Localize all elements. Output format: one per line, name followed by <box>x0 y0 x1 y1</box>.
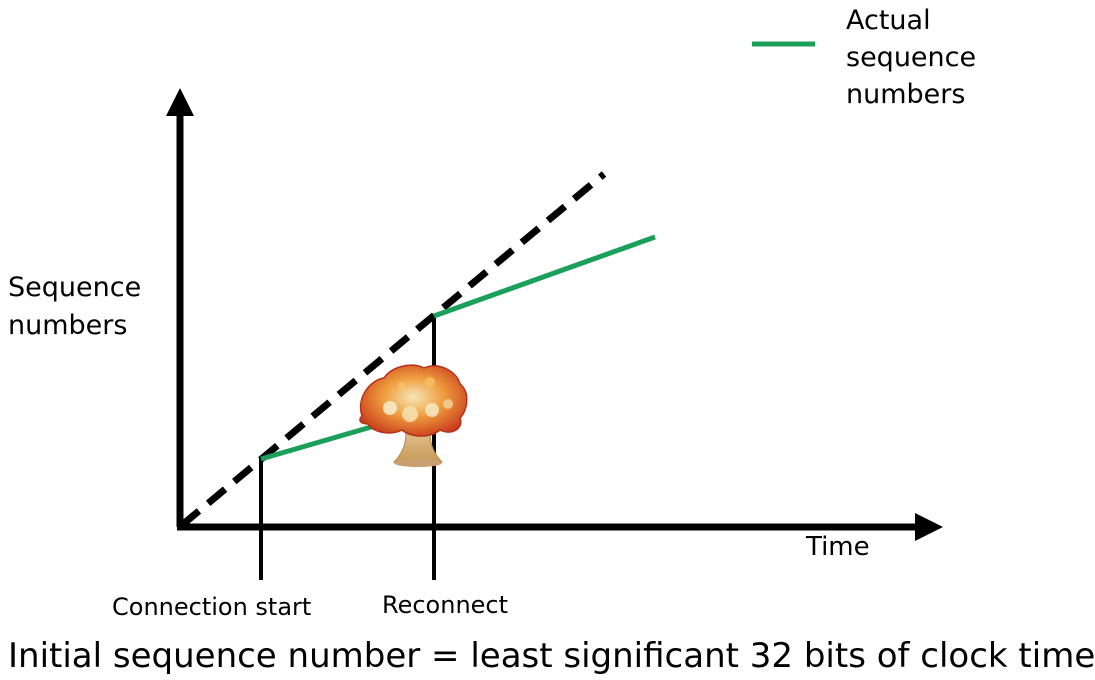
connection-start-label: Connection start <box>112 593 312 621</box>
y-axis-arrowhead <box>166 88 194 116</box>
legend-label: Actual sequence numbers <box>846 5 977 110</box>
mushroom-cloud-icon <box>359 364 468 467</box>
y-axis-label: Sequence numbers <box>8 272 142 341</box>
actual-sequence-segment-1 <box>260 422 379 462</box>
x-axis-label: Time <box>806 532 870 562</box>
x-axis-arrowhead <box>915 513 943 541</box>
clock-time-line <box>179 171 607 528</box>
reconnect-label: Reconnect <box>382 591 509 619</box>
caption: Initial sequence number = least signific… <box>8 636 1095 676</box>
sequence-number-diagram <box>166 41 943 580</box>
actual-sequence-segment-2 <box>433 234 656 319</box>
